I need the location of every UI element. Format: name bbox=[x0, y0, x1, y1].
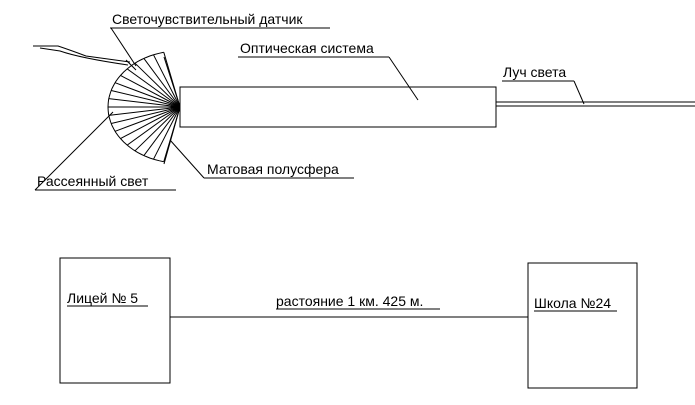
left-building-box bbox=[59, 257, 171, 384]
hemisphere-ray bbox=[143, 58, 181, 108]
hemisphere-ray bbox=[126, 106, 181, 146]
distance-label: растояние 1 км. 425 м. bbox=[276, 293, 423, 309]
hemisphere-ray bbox=[108, 106, 181, 116]
light-beam-label: Луч света bbox=[503, 64, 566, 80]
matte-hemisphere bbox=[107, 51, 181, 165]
hemisphere-ray bbox=[114, 106, 181, 132]
hemisphere-ray bbox=[111, 106, 181, 124]
hemisphere-ray bbox=[134, 106, 181, 152]
hemisphere-ray bbox=[153, 106, 181, 160]
hemisphere-ray bbox=[111, 90, 181, 108]
optical-system-tube bbox=[179, 86, 497, 128]
hemisphere-ray bbox=[163, 106, 181, 162]
scattered-light-label: Рассеянный свет bbox=[37, 173, 149, 189]
hemisphere-ray bbox=[108, 98, 181, 108]
optical-system-leader-pointer bbox=[388, 56, 419, 101]
sensor-label: Светочувствительный датчик bbox=[112, 11, 303, 27]
matte-hemisphere-label: Матовая полусфера bbox=[207, 161, 339, 177]
hemisphere-ray bbox=[120, 74, 181, 108]
optical-system-label: Оптическая система bbox=[240, 40, 374, 56]
hemisphere-ray bbox=[126, 68, 181, 108]
hemisphere-ray bbox=[120, 106, 181, 140]
sensor-cable-lower bbox=[39, 47, 129, 66]
light-beam-leader-pointer bbox=[573, 80, 585, 105]
right-building-label: Школа №24 bbox=[534, 295, 611, 311]
hemisphere-ray bbox=[153, 54, 181, 108]
hemisphere-ray bbox=[143, 106, 181, 156]
right-building-box bbox=[527, 262, 638, 389]
hemisphere-ray bbox=[114, 82, 181, 108]
scattered-light-leader-pointer bbox=[34, 111, 114, 191]
optical-system-schematic: Светочувствительный датчик Оптическая си… bbox=[33, 11, 695, 191]
sensor-cable bbox=[33, 45, 131, 63]
sensor-cable-tip bbox=[125, 59, 137, 71]
sensor-leader-pointer bbox=[110, 27, 137, 67]
hemisphere-ray bbox=[163, 52, 181, 108]
left-building-label: Лицей № 5 bbox=[67, 290, 138, 306]
hemisphere-ray bbox=[134, 62, 181, 108]
matte-hemisphere-leader-pointer bbox=[169, 139, 205, 179]
link-schematic: Лицей № 5 Школа №24 растояние 1 км. 425 … bbox=[59, 257, 638, 389]
